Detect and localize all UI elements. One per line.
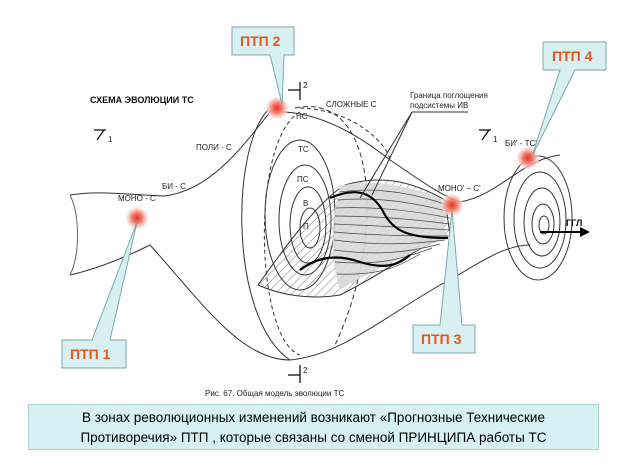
label-complex-c: СЛОЖНЫЕ С (326, 100, 377, 109)
diagram-title: СХЕМА ЭВОЛЮЦИИ ТС (90, 95, 194, 105)
label-bi-c: БИ - С (162, 182, 186, 191)
label-p: П (303, 222, 309, 231)
mark-2-bottom: 2 (303, 366, 308, 375)
label-mono-c: МОНО - С (118, 194, 156, 203)
callout-ptp1: ПТП 1 (61, 221, 138, 369)
hatched-region (257, 179, 451, 298)
hotspot-ptp4 (517, 147, 539, 169)
mark-2-top: 2 (303, 81, 308, 90)
label-poly-c: ПОЛИ - С (196, 143, 232, 152)
mark-1b: 1 (493, 135, 498, 144)
callout-ptp3-text: ПТП 3 (421, 331, 462, 347)
label-bi-prime: БИ' - ТС' (505, 139, 537, 148)
label-mono-prime: МОНО' – С' (438, 184, 481, 193)
label-tc: ТС (298, 145, 309, 154)
section-marks (94, 82, 491, 383)
callout-ptp2-text: ПТП 2 (240, 33, 281, 49)
bottom-note: В зонах революционных изменений возникаю… (28, 404, 599, 450)
ggl-arrow (540, 227, 590, 237)
label-boundary: Граница поглощения подсистемы ИВ (410, 91, 490, 110)
callout-ptp4-text: ПТП 4 (552, 48, 593, 64)
end-rings (503, 155, 573, 281)
label-v: В (303, 199, 308, 208)
boundary-pointer (359, 111, 468, 199)
hotspot-ptp1 (126, 207, 148, 229)
callout-ptp2: ПТП 2 (231, 26, 295, 105)
bottom-note-line2: Противоречия» ПТП , которые связаны со с… (80, 430, 547, 445)
bottom-note-line1: В зонах революционных изменений возникаю… (82, 410, 545, 425)
callout-ptp4: ПТП 4 (531, 41, 607, 157)
diagram-caption: Рис. 67. Общая модель эволюции ТС (205, 389, 344, 398)
callout-ptp1-text: ПТП 1 (70, 346, 111, 362)
label-nc: НС (296, 112, 308, 121)
callout-ptp3: ПТП 3 (412, 209, 476, 354)
label-pc: ПС (297, 175, 309, 184)
hotspot-ptp2 (266, 97, 288, 119)
hotspot-ptp3 (441, 194, 463, 216)
mark-1a: 1 (108, 135, 113, 144)
label-ggl: ГГЛ (566, 218, 582, 228)
